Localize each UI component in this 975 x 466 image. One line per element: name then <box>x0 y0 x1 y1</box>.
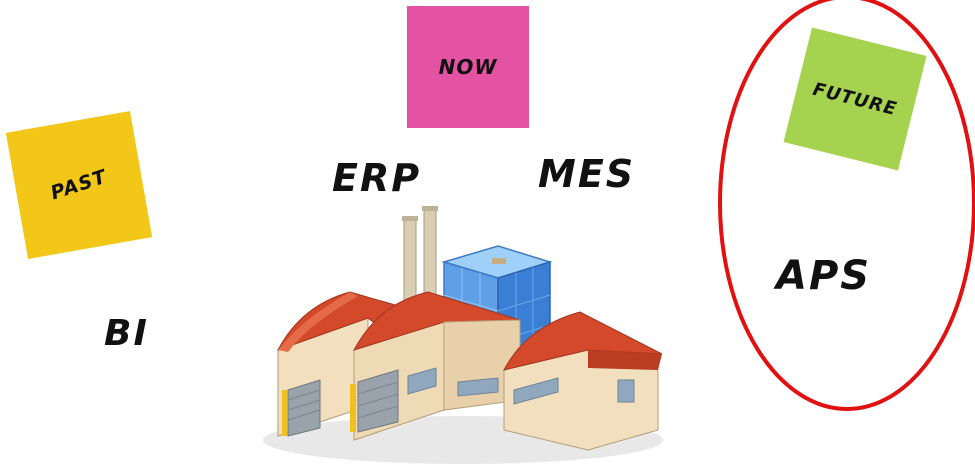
label-mes: MES <box>538 152 636 196</box>
label-bi: BI <box>104 313 149 354</box>
factory-illustration <box>263 206 663 464</box>
note-label-future: FUTURE <box>810 78 900 120</box>
sticky-note-past: PAST <box>5 111 153 259</box>
note-label-now: NOW <box>438 55 498 79</box>
sticky-note-future: FUTURE <box>783 27 927 171</box>
sticky-note-now: NOW <box>407 6 529 128</box>
note-label-past: PAST <box>48 165 110 205</box>
label-aps: APS <box>776 253 872 299</box>
label-erp: ERP <box>332 156 422 200</box>
